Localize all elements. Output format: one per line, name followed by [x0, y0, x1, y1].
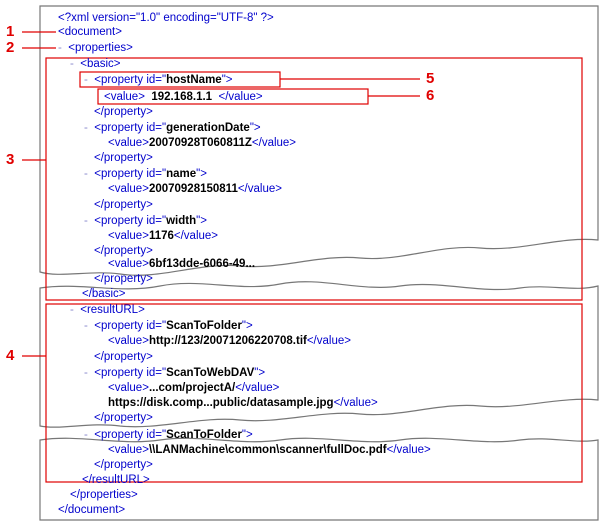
xml-line-property-open[interactable]: - <property id="generationDate">: [84, 122, 261, 134]
xml-line-basic-close: </basic>: [82, 288, 126, 300]
xml-line-value-torn: <value>...com/projectA/</value>: [108, 382, 280, 394]
collapse-toggle: -: [70, 304, 74, 316]
basic-section-box: [45, 57, 583, 301]
xml-line-value: <value>20070928150811</value>: [108, 183, 282, 195]
collapse-toggle: -: [84, 367, 88, 379]
callout-number-3: 3: [6, 151, 15, 168]
xml-line-property-open[interactable]: - <property id="ScanToFolder">: [84, 320, 253, 332]
xml-line-property-open[interactable]: - <property id="hostName">: [84, 74, 233, 86]
xml-line-value: <value>1176</value>: [108, 230, 219, 242]
callout-number-4: 4: [6, 347, 15, 364]
xml-line-property-close: </property>: [94, 199, 153, 211]
page-outline: [39, 281, 599, 428]
callout-number-5: 5: [426, 70, 435, 87]
xml-line-document-open: <document>: [58, 26, 122, 38]
callout-number-2: 2: [6, 39, 15, 56]
collapse-toggle: -: [84, 429, 88, 441]
xml-line-value: <value>\\LANMachine\common\scanner\fullD…: [108, 444, 431, 456]
callout-number-6: 6: [426, 87, 435, 104]
page-outline: [39, 437, 599, 521]
xml-line-value-torn: https://disk.comp...public/datasample.jp…: [108, 397, 378, 409]
xml-line-property-close: </property>: [94, 273, 153, 285]
xml-line-property-close: </property>: [94, 351, 153, 363]
page-outline: [39, 5, 599, 276]
collapse-toggle: -: [84, 215, 88, 227]
xml-declaration: <?xml version="1.0" encoding="UTF-8" ?>: [58, 12, 274, 24]
collapse-toggle: -: [84, 122, 88, 134]
xml-line-property-open[interactable]: - <property id="ScanToFolder">: [84, 429, 253, 441]
collapse-toggle: -: [84, 74, 88, 86]
collapse-toggle: -: [70, 58, 74, 70]
xml-line-properties-close: </properties>: [70, 489, 138, 501]
callout-number-1: 1: [6, 23, 15, 40]
xml-line-basic-open[interactable]: - <basic>: [70, 58, 121, 70]
xml-line-resulturl-close: </resultURL>: [82, 474, 150, 486]
xml-line-property-close: </property>: [94, 412, 153, 424]
xml-line-value: <value>http://123/20071206220708.tif</va…: [108, 335, 351, 347]
xml-line-resulturl-open[interactable]: - <resultURL>: [70, 304, 145, 316]
resulturl-section-box: [45, 303, 583, 483]
xml-line-property-open[interactable]: - <property id="name">: [84, 168, 207, 180]
xml-line-document-close: </document>: [58, 504, 126, 516]
collapse-toggle: -: [84, 168, 88, 180]
xml-line-property-close: </property>: [94, 245, 153, 257]
xml-line-properties-open[interactable]: - <properties>: [58, 42, 133, 54]
xml-line-property-open[interactable]: - <property id="ScanToWebDAV">: [84, 367, 266, 379]
collapse-toggle: -: [58, 42, 62, 54]
xml-line-property-open[interactable]: - <property id="width">: [84, 215, 207, 227]
xml-line-property-close: </property>: [94, 459, 153, 471]
xml-line-property-close: </property>: [94, 106, 153, 118]
collapse-toggle: -: [84, 320, 88, 332]
xml-line-property-close: </property>: [94, 152, 153, 164]
xml-line-value-truncated: <value>6bf13dde-6066-49...: [108, 258, 256, 270]
xml-line-value: <value> 192.168.1.1 </value>: [104, 91, 263, 103]
xml-line-value: <value>20070928T060811Z</value>: [108, 137, 297, 149]
